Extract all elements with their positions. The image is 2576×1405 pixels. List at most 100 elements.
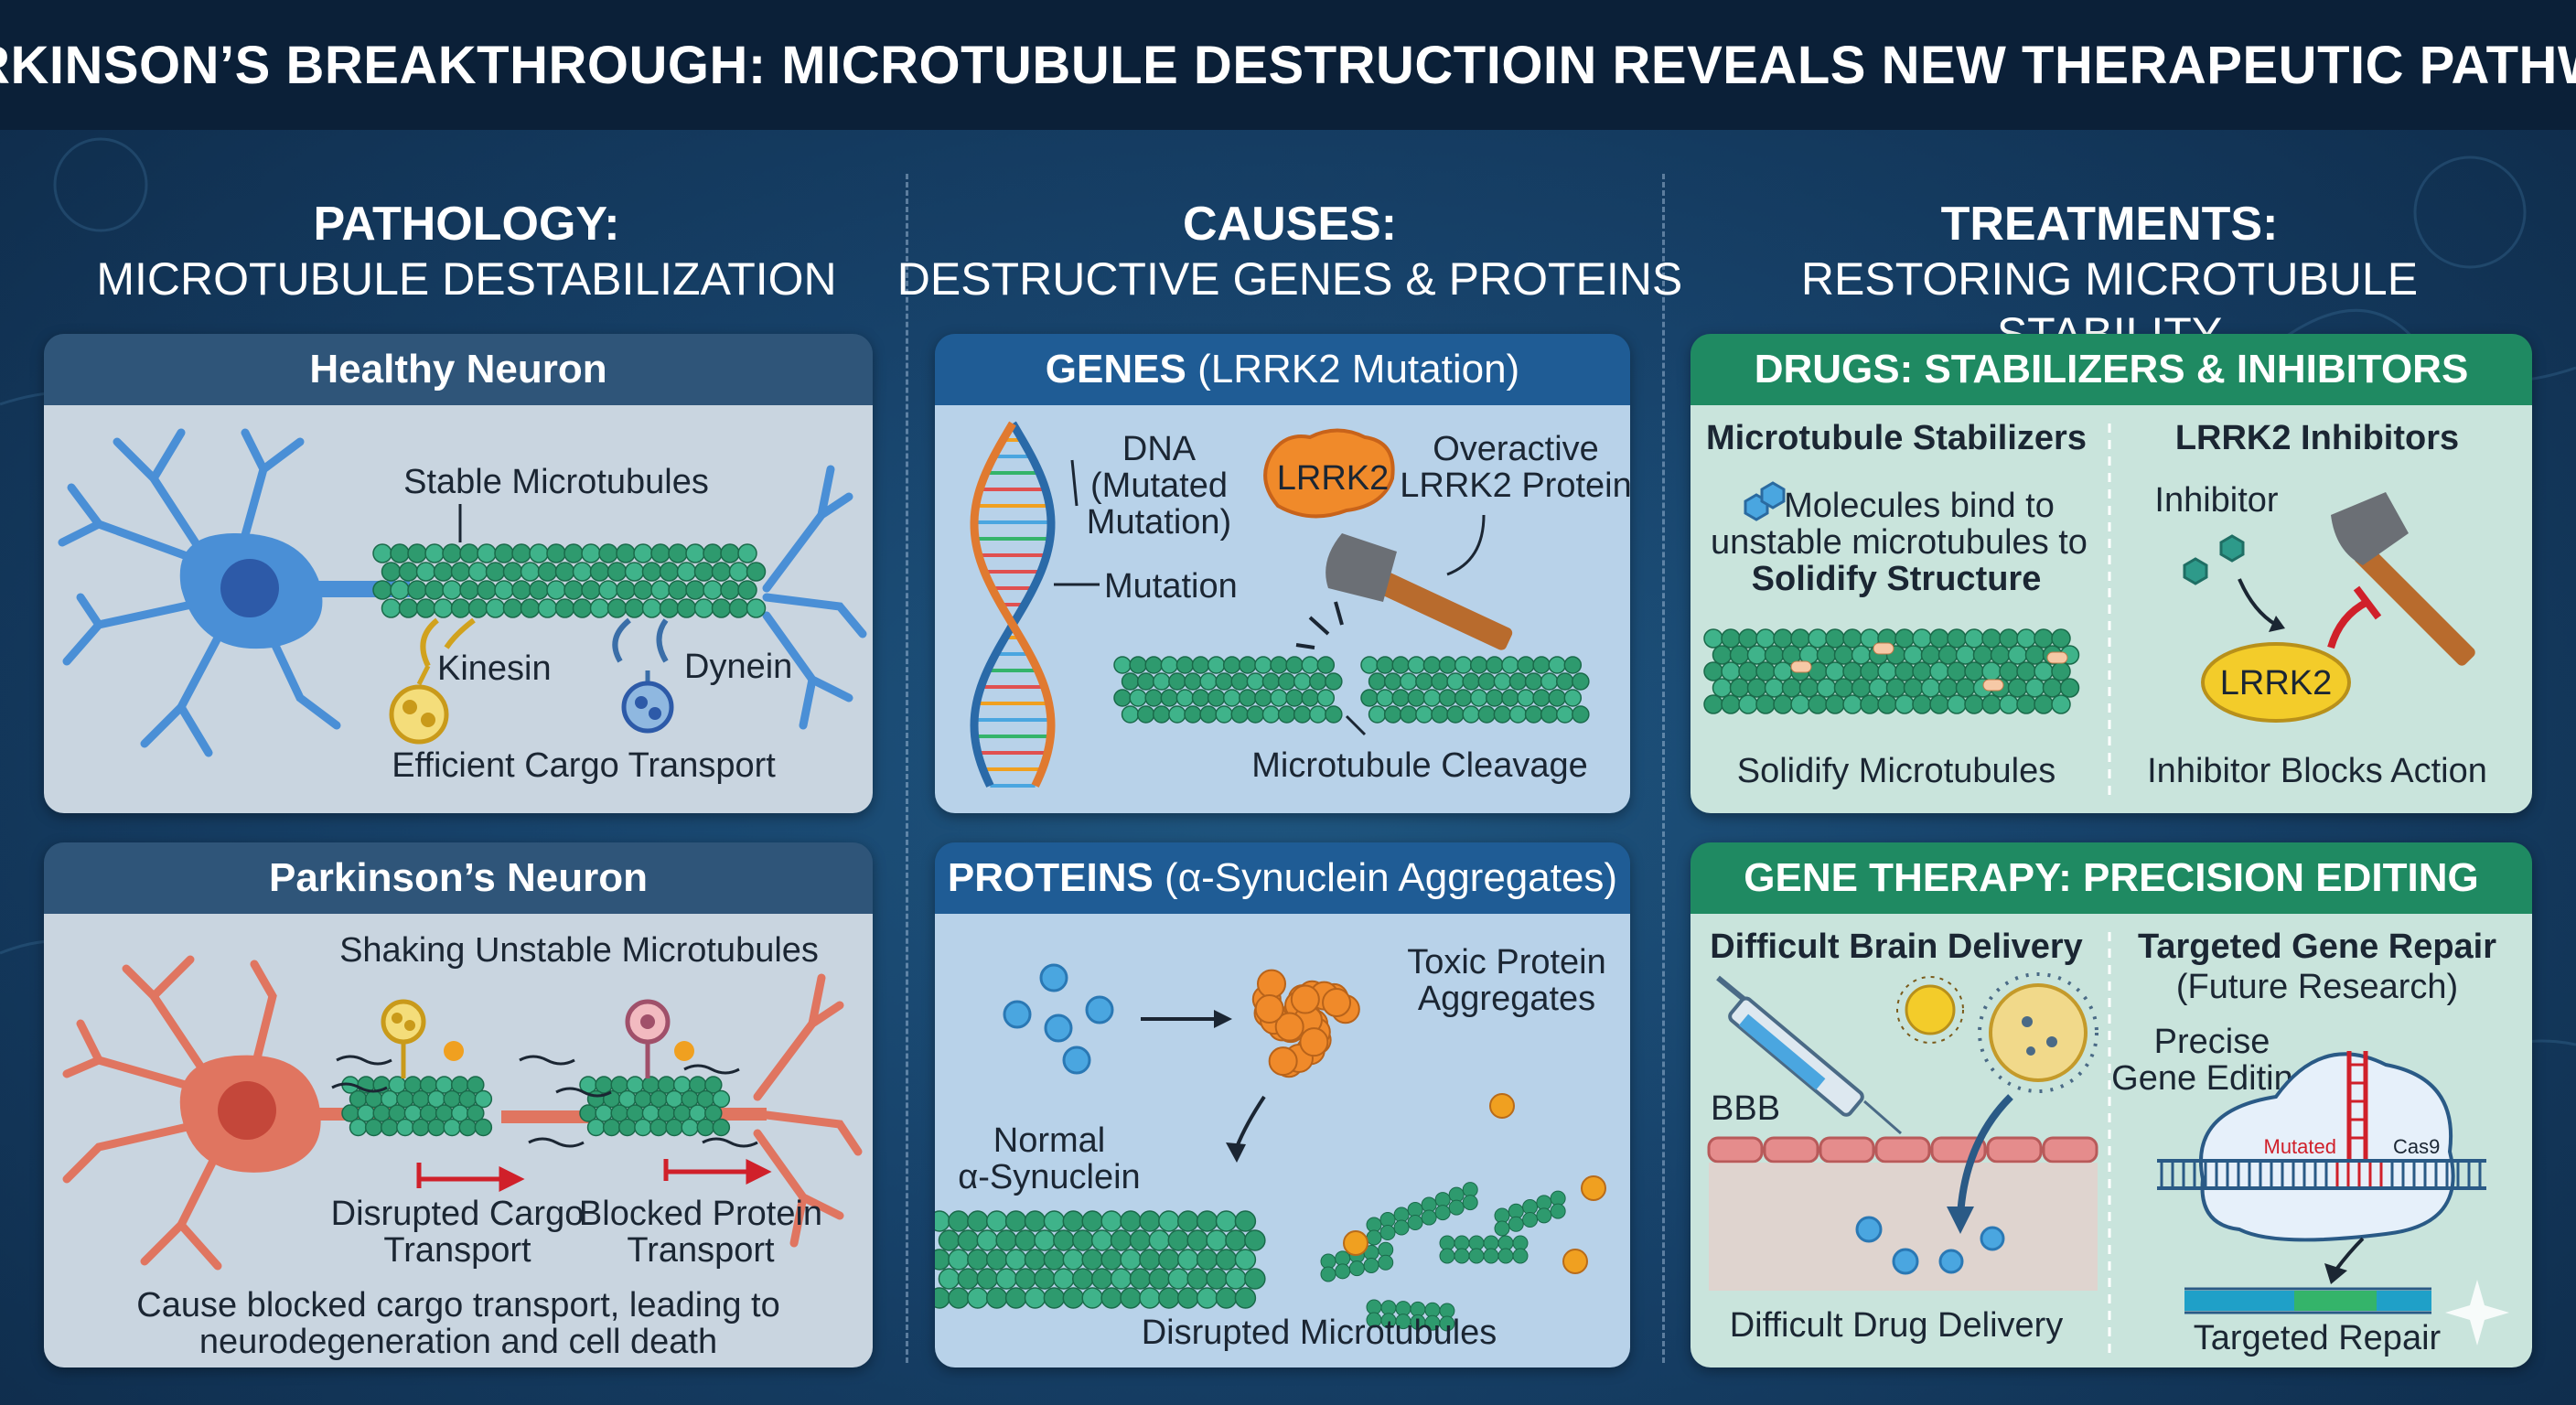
toxic-label-2: Aggregates xyxy=(1418,980,1595,1018)
blocked-transport-arrows xyxy=(416,1158,772,1193)
inhibitor-hammer-icon xyxy=(2331,492,2475,666)
proteins-panel: PROTEINS (α-Synuclein Aggregates) Toxic … xyxy=(935,842,1630,1367)
inhibitor-molecule-icon xyxy=(2183,534,2245,585)
cleaved-microtubule-left xyxy=(1113,656,1343,724)
disrupted-microtubule-fragments xyxy=(1320,1093,1606,1332)
parkinsons-axon-right xyxy=(721,1108,767,1121)
inhibitor-caption: Inhibitor Blocks Action xyxy=(2147,752,2487,790)
mutation-label: Mutation xyxy=(1104,567,1238,606)
parkinsons-neuron-title: Parkinson’s Neuron xyxy=(268,855,649,900)
bbb-label: BBB xyxy=(1711,1089,1780,1128)
parkinsons-nucleus xyxy=(218,1081,276,1140)
parkinsons-neuron-header: Parkinson’s Neuron xyxy=(44,842,873,914)
kinesin-label: Kinesin xyxy=(437,649,552,688)
stabilizers-text-3: Solidify Structure xyxy=(1752,560,2042,598)
cleavage-label: Microtubule Cleavage xyxy=(1251,746,1588,785)
stalled-kinesin-motor xyxy=(381,999,464,1078)
delivery-arrow xyxy=(1947,1207,1974,1234)
disrupted-microtubule-long xyxy=(935,1210,1266,1309)
parkinsons-caption-2: neurodegeneration and cell death xyxy=(199,1323,717,1361)
overactive-label-2: LRRK2 Protein xyxy=(1400,467,1630,505)
dynein-label: Dynein xyxy=(684,648,792,686)
causes-heading: CAUSES: xyxy=(1182,198,1398,251)
solidified-microtubule xyxy=(1703,628,2080,714)
dna-helix xyxy=(970,421,1056,788)
proteins-title-rest: (α-Synuclein Aggregates) xyxy=(1153,855,1618,900)
sparkle-icon xyxy=(2445,1280,2509,1346)
lrrk2-protein-blob xyxy=(1263,428,1395,519)
healthy-neuron-header: Healthy Neuron xyxy=(44,334,873,405)
dna-label-1: DNA xyxy=(1122,430,1197,468)
shaking-microtubules-label: Shaking Unstable Microtubules xyxy=(339,931,819,970)
blocked-protein-label-1: Blocked Protein xyxy=(579,1195,822,1233)
toxic-aggregate-cluster xyxy=(1251,969,1360,1078)
repair-caption: Targeted Repair xyxy=(2194,1319,2442,1357)
gene-therapy-title: GENE THERAPY: PRECISION EDITING xyxy=(1744,855,2479,900)
parkinsons-neuron-panel: Parkinson’s Neuron xyxy=(44,842,873,1367)
disrupted-cargo-label-1: Disrupted Cargo xyxy=(331,1195,585,1233)
parkinsons-neuron-body: Shaking Unstable Microtubules Disrupted … xyxy=(44,914,873,1367)
lrrk2-blob-label: LRRK2 xyxy=(1277,459,1390,498)
mutated-label: Mutated xyxy=(2264,1135,2337,1158)
genes-body: DNA (Mutated Mutation) Mutation LRRK2 Ov… xyxy=(935,405,1630,813)
pathology-column-heading: PATHOLOGY: MICROTUBULE DESTABILIZATION xyxy=(55,197,878,306)
dna-label-3: Mutation) xyxy=(1087,503,1231,542)
efficient-cargo-label: Efficient Cargo Transport xyxy=(392,746,776,785)
genes-header: GENES (LRRK2 Mutation) xyxy=(935,334,1630,405)
solidify-caption: Solidify Microtubules xyxy=(1737,752,2055,790)
kinesin-motor xyxy=(389,617,476,745)
disrupted-cargo-label-2: Transport xyxy=(383,1231,531,1270)
genes-illustration: DNA (Mutated Mutation) Mutation LRRK2 Ov… xyxy=(970,421,1630,788)
pathology-heading: PATHOLOGY: xyxy=(313,198,620,251)
normal-label-1: Normal xyxy=(993,1121,1105,1160)
parkinsons-neuron-illustration: Shaking Unstable Microtubules Disrupted … xyxy=(62,931,863,1361)
stable-microtubules-label: Stable Microtubules xyxy=(403,463,709,501)
delivery-caption: Difficult Drug Delivery xyxy=(1730,1306,2064,1345)
drugs-body: Microtubule Stabilizers Molecules bind t… xyxy=(1690,405,2532,813)
repaired-dna-strand xyxy=(2184,1287,2431,1314)
inhibitors-title: LRRK2 Inhibitors xyxy=(2175,419,2459,457)
repair-subtitle: (Future Research) xyxy=(2176,968,2458,1006)
cas9-complex xyxy=(2198,1052,2455,1242)
delivered-drug-particles xyxy=(1855,1216,2005,1275)
delivery-title: Difficult Brain Delivery xyxy=(1710,928,2083,966)
drugs-panel: DRUGS: STABILIZERS & INHIBITORS Microtub… xyxy=(1690,334,2532,813)
gene-therapy-illustration: Difficult Brain Delivery BBB xyxy=(1707,928,2509,1357)
healthy-nucleus xyxy=(220,559,279,617)
drugs-title: DRUGS: STABILIZERS & INHIBITORS xyxy=(1754,347,2469,391)
drugs-illustration: Microtubule Stabilizers Molecules bind t… xyxy=(1703,419,2487,799)
stalled-dynein-motor xyxy=(625,999,694,1078)
normal-synuclein-monomers xyxy=(1003,963,1114,1075)
unstable-microtubule-left xyxy=(341,1076,493,1137)
proteins-title-bold: PROTEINS xyxy=(947,855,1154,900)
stabilizers-text-1: Molecules bind to xyxy=(1784,487,2055,525)
hammer-icon xyxy=(1326,533,1513,650)
repair-arrow xyxy=(2324,1263,2347,1284)
lrrk2-inhibited-protein xyxy=(2201,642,2351,723)
repair-title: Targeted Gene Repair xyxy=(2138,928,2496,966)
proteins-body: Toxic Protein Aggregates Normal α-Synucl… xyxy=(935,914,1630,1367)
inhibitor-label: Inhibitor xyxy=(2154,481,2279,520)
inhibitor-block-symbol xyxy=(2327,585,2382,649)
stable-microtubule xyxy=(372,543,767,618)
syringe-icon xyxy=(1716,975,1902,1135)
proteins-header: PROTEINS (α-Synuclein Aggregates) xyxy=(935,842,1630,914)
disruption-arrow xyxy=(1226,1142,1246,1163)
column-divider-left xyxy=(906,174,908,1363)
treatments-heading: TREATMENTS: xyxy=(1940,198,2279,251)
impact-lines xyxy=(1295,601,1344,649)
healthy-neuron-body: Stable Microtubules Kinesin Dynein Effic… xyxy=(44,405,873,813)
gene-therapy-body: Difficult Brain Delivery BBB xyxy=(1690,914,2532,1367)
guide-rna-ladder xyxy=(2346,1051,2368,1161)
parkinsons-axon-middle xyxy=(501,1110,593,1123)
column-divider-right xyxy=(1662,174,1665,1363)
dna-label-2: (Mutated xyxy=(1090,467,1228,505)
stabilizer-molecule-icon xyxy=(1744,481,1786,521)
precise-label-1: Precise xyxy=(2154,1023,2270,1061)
genes-panel: GENES (LRRK2 Mutation) DNA (Mutated Muta… xyxy=(935,334,1630,813)
parkinsons-caption-1: Cause blocked cargo transport, leading t… xyxy=(136,1286,779,1325)
target-dna-strand xyxy=(2157,1159,2486,1190)
overactive-label-1: Overactive xyxy=(1433,430,1599,468)
gene-therapy-header: GENE THERAPY: PRECISION EDITING xyxy=(1690,842,2532,914)
normal-label-2: α-Synuclein xyxy=(958,1158,1140,1196)
